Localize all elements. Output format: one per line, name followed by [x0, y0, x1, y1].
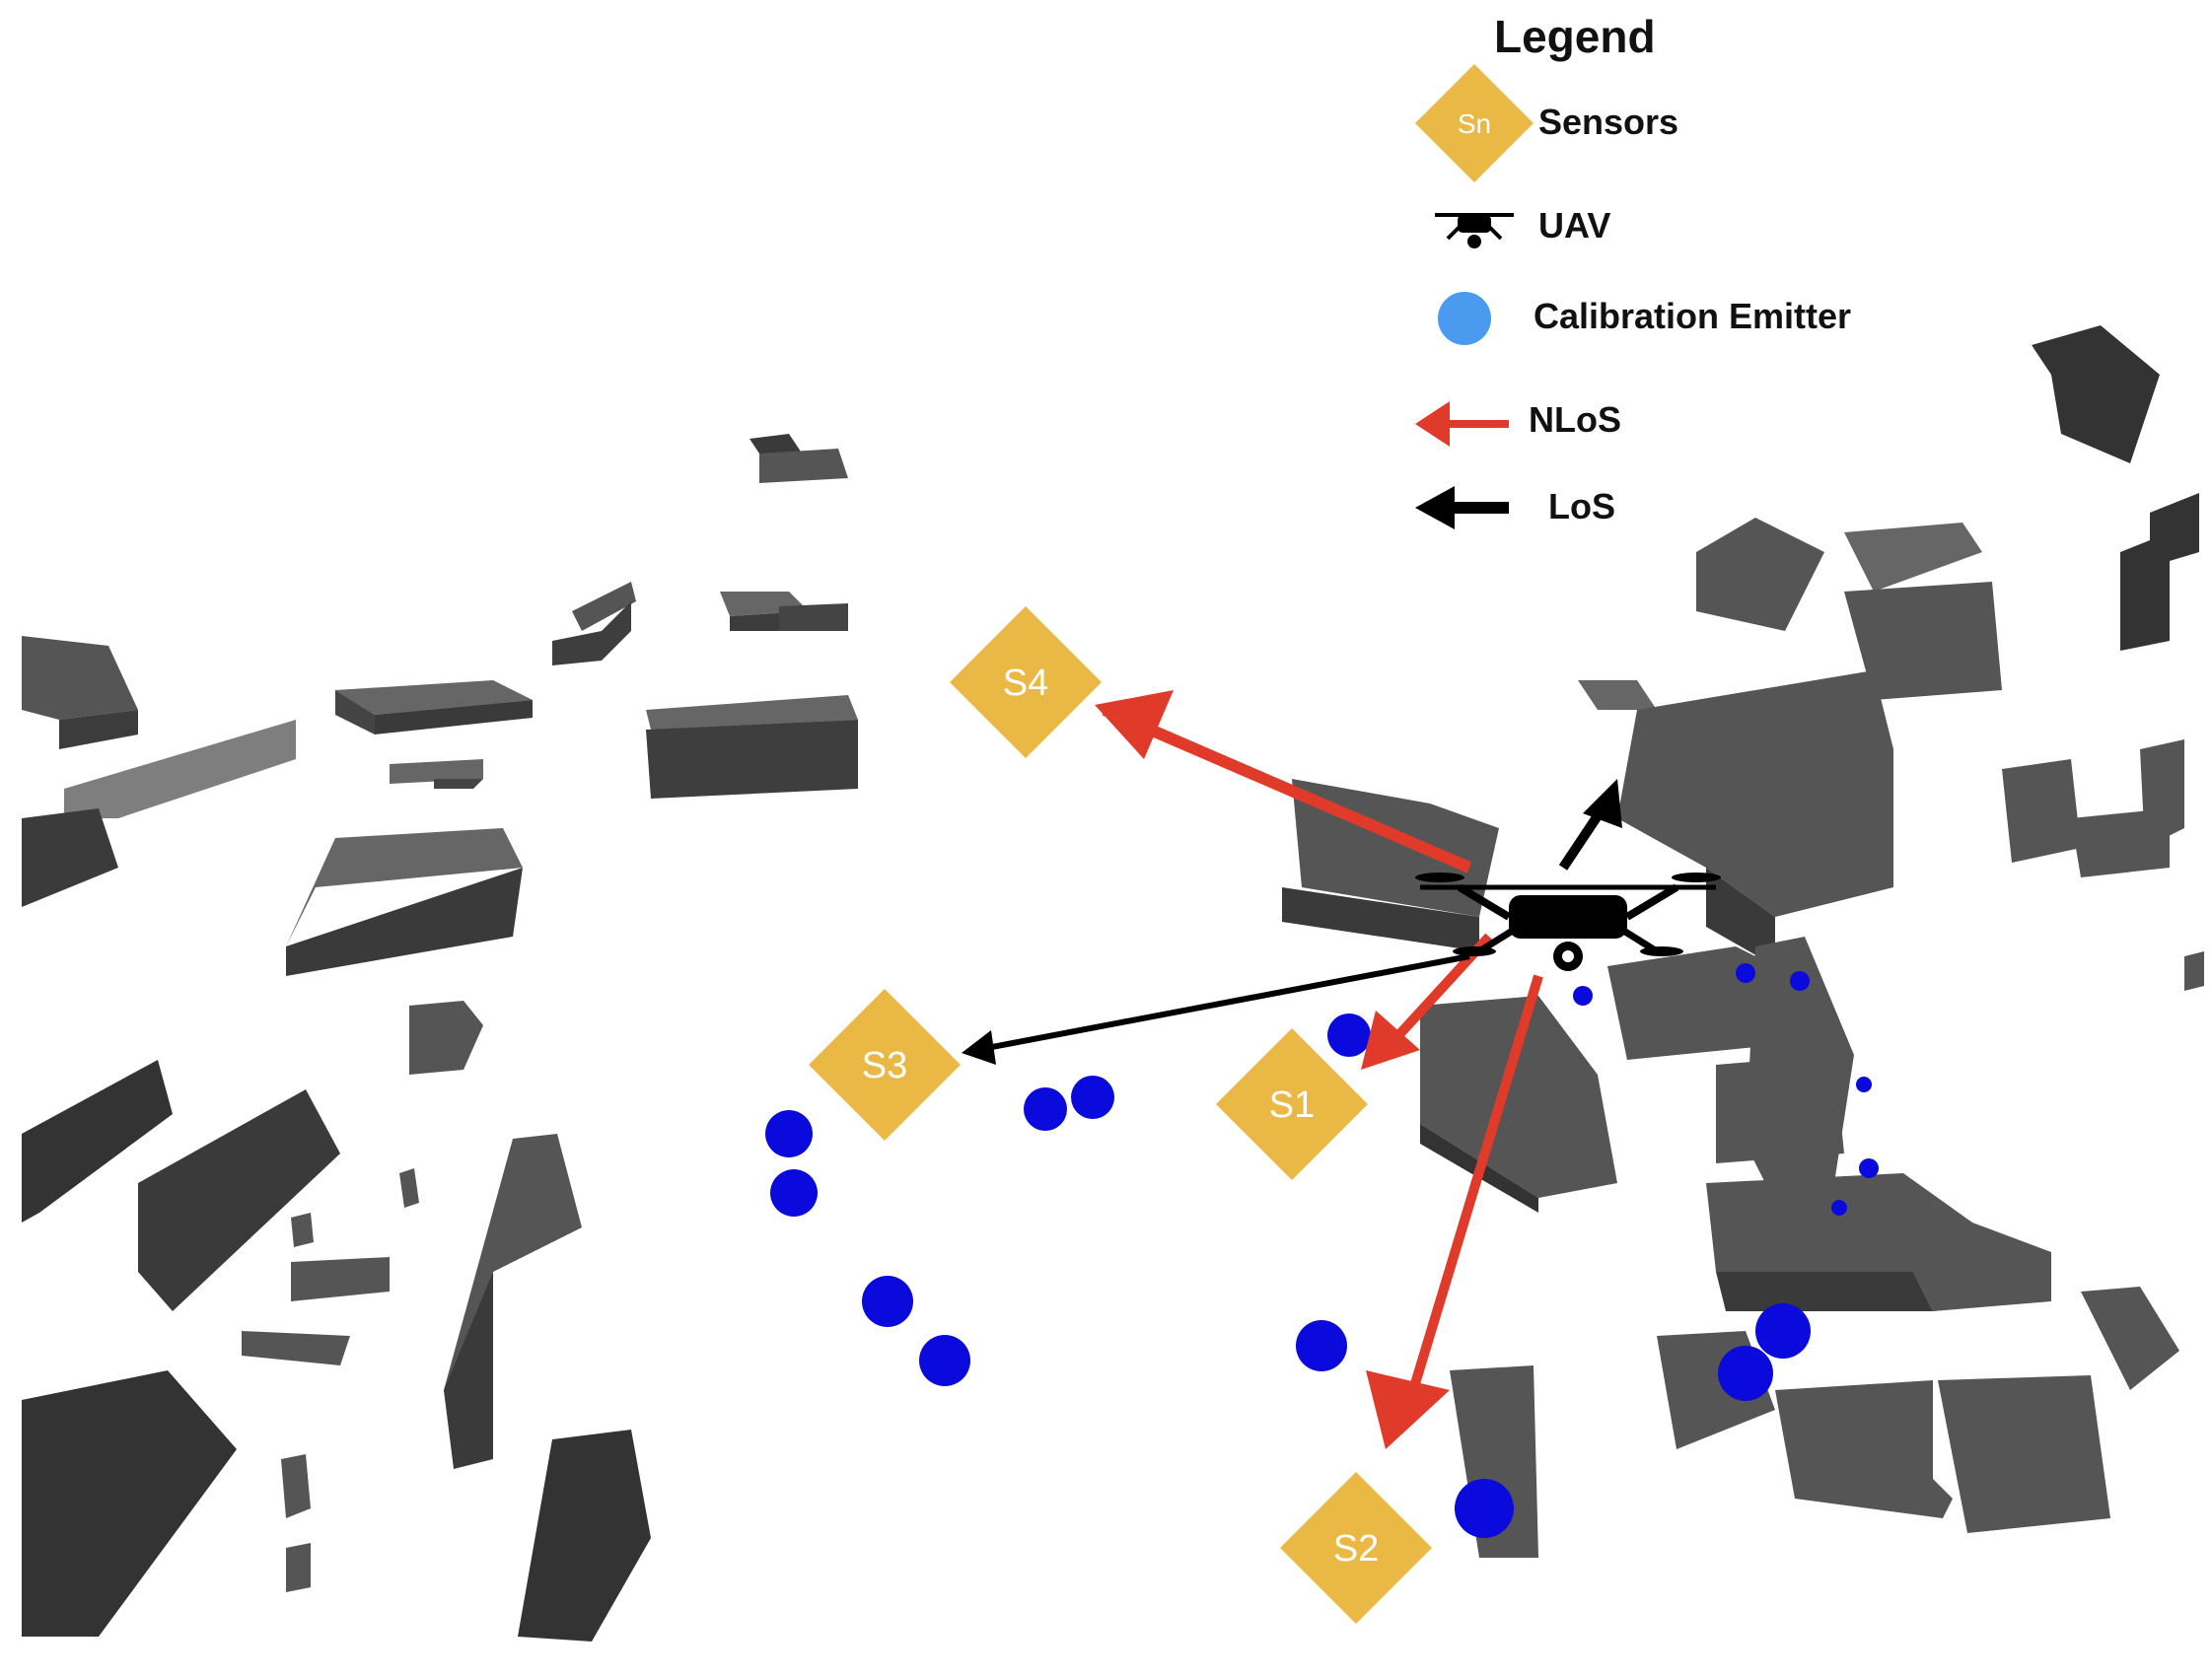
calibration-emitter	[1573, 986, 1593, 1006]
los-arrowhead-s3	[962, 1030, 996, 1065]
nlos-arrowhead-s2	[1366, 1370, 1450, 1449]
uav-drone	[1415, 873, 1721, 971]
building	[720, 592, 848, 631]
building	[552, 582, 636, 665]
legend-label-los: LoS	[1548, 486, 1615, 526]
building	[281, 1454, 311, 1592]
building	[2120, 493, 2199, 651]
building	[1578, 680, 1657, 710]
calibration-emitter	[862, 1276, 913, 1327]
building	[1696, 518, 2002, 700]
calibration-emitter	[919, 1335, 970, 1386]
sensor-s2: S2	[1280, 1472, 1432, 1624]
calibration-emitter	[1856, 1077, 1872, 1092]
building	[22, 1060, 173, 1223]
calibration-emitter	[770, 1169, 818, 1217]
building	[22, 636, 138, 749]
building	[2184, 951, 2204, 991]
calibration-emitter	[1831, 1200, 1847, 1216]
building	[2002, 739, 2184, 877]
legend-label-emitter: Calibration Emitter	[1534, 296, 1852, 336]
los-arrowhead-up	[1583, 779, 1622, 828]
los-arrows	[962, 779, 1622, 1065]
building	[409, 1001, 483, 1075]
sensor-label: S1	[1269, 1084, 1315, 1126]
building	[291, 1168, 419, 1247]
calibration-emitter	[1718, 1346, 1773, 1401]
calibration-emitter	[1024, 1087, 1067, 1131]
sensor-diamond	[1280, 1472, 1432, 1624]
calibration-emitter	[765, 1110, 813, 1157]
building	[1775, 1375, 2110, 1533]
sensor-diamond	[809, 989, 961, 1141]
calibration-emitter	[1455, 1479, 1514, 1538]
calibration-emitters	[765, 963, 1879, 1538]
nlos-arrowhead-s1	[1361, 1011, 1420, 1070]
calibration-emitter	[1859, 1158, 1879, 1178]
sensor-s3: S3	[809, 989, 961, 1141]
calibration-emitter	[1736, 963, 1755, 983]
legend-title: Legend	[1494, 11, 1656, 62]
legend-label-sensors: Sensors	[1538, 102, 1679, 142]
sensor-label: S2	[1333, 1528, 1379, 1570]
building	[22, 808, 118, 907]
building	[1607, 937, 1854, 1203]
sensor-diamond	[950, 606, 1102, 758]
building	[335, 680, 533, 734]
nlos-arrow-s4	[1102, 704, 1472, 874]
circle-icon	[1438, 292, 1491, 345]
calibration-emitter	[1296, 1320, 1347, 1371]
red-arrow-icon	[1415, 401, 1509, 447]
building	[646, 695, 858, 799]
calibration-emitter	[1327, 1014, 1371, 1057]
drone-icon	[1435, 213, 1514, 248]
building	[749, 434, 848, 483]
black-arrow-icon	[1415, 486, 1509, 529]
legend-label-nlos: NLoS	[1529, 399, 1621, 440]
building	[518, 1430, 651, 1642]
sensor-label: S4	[1003, 663, 1048, 704]
nlos-arrow-s2	[1405, 974, 1543, 1402]
building	[390, 759, 483, 789]
sensor-label: S3	[862, 1045, 907, 1086]
building	[444, 1134, 582, 1469]
legend-label-uav: UAV	[1538, 205, 1611, 245]
calibration-emitter	[1071, 1076, 1114, 1119]
sensor-s4: S4	[950, 606, 1102, 758]
nlos-arrows	[1095, 690, 1543, 1449]
building	[138, 1089, 340, 1311]
building	[22, 1370, 237, 1637]
sensor-diamond	[1216, 1028, 1368, 1180]
building	[242, 1257, 390, 1365]
building	[286, 828, 523, 976]
building	[1617, 670, 1893, 966]
nlos-arrowhead-s4	[1095, 690, 1174, 759]
los-arrow-s3	[975, 953, 1470, 1053]
legend-sensor-symbol: Sn	[1458, 108, 1491, 139]
sensor-s1: S1	[1216, 1028, 1368, 1180]
legend-sensor-icon: Sn	[1415, 64, 1534, 182]
building	[2032, 325, 2160, 463]
calibration-emitter	[1755, 1303, 1811, 1359]
calibration-emitter	[1790, 971, 1810, 991]
building	[2081, 1287, 2179, 1390]
legend: Legend Sn Sensors UAV Calibration Emitte…	[1376, 0, 1987, 552]
building	[64, 720, 296, 818]
building	[1706, 1173, 2051, 1311]
